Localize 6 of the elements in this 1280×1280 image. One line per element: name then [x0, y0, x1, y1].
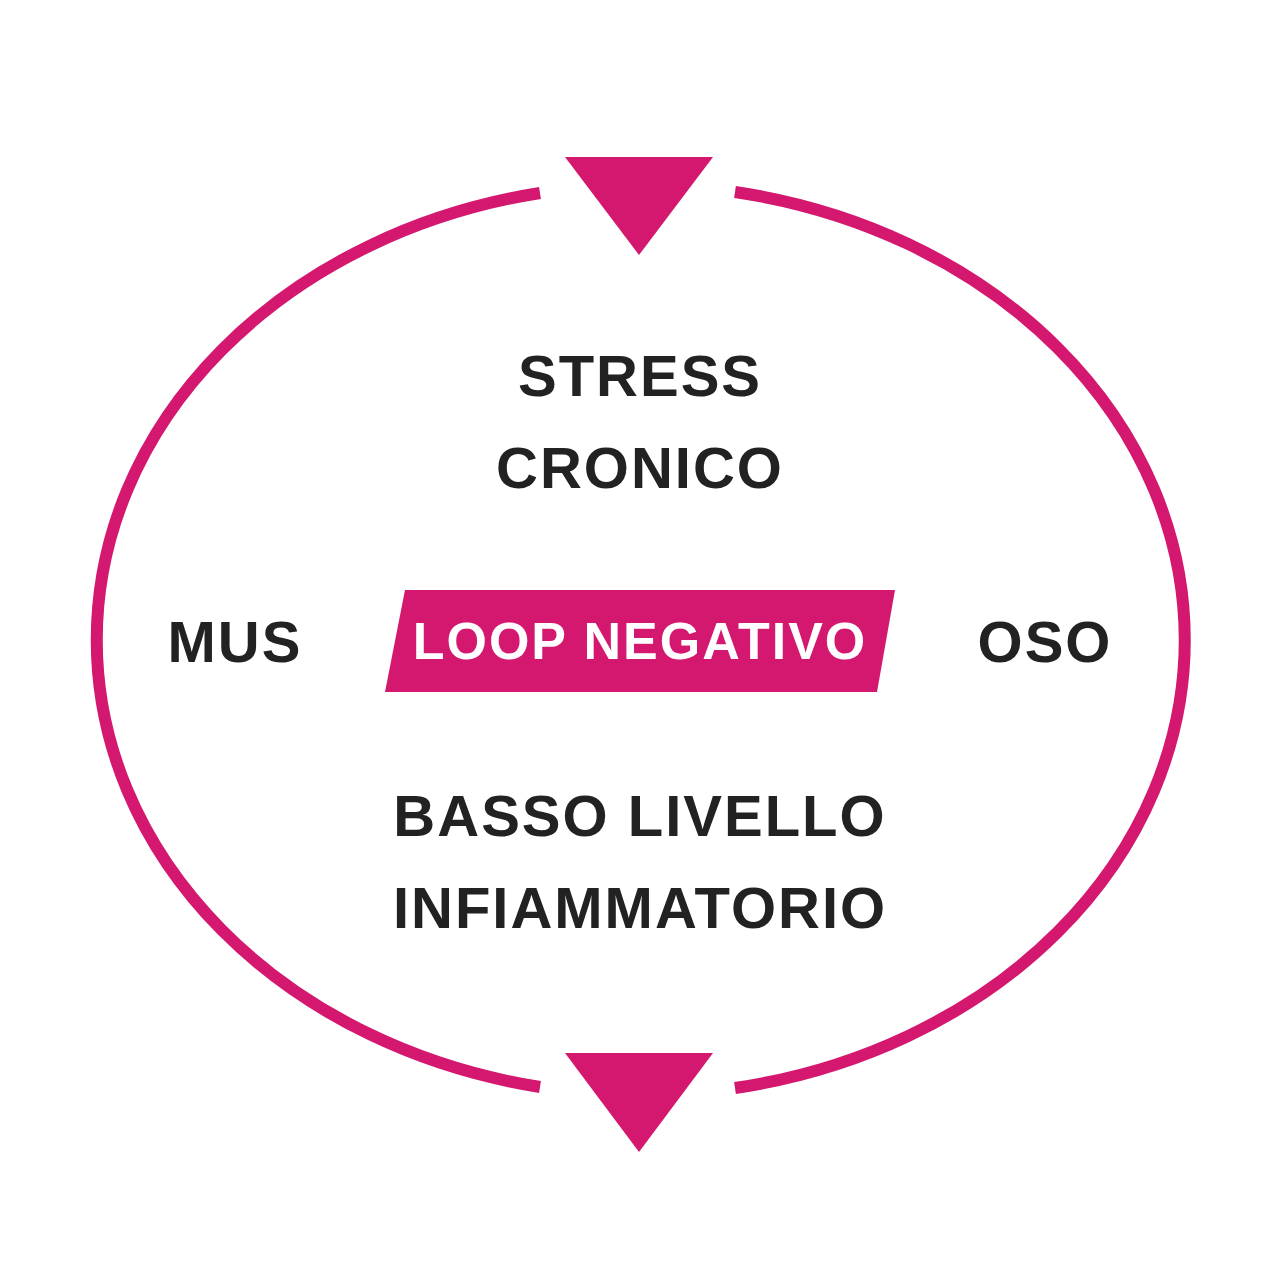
banner [385, 590, 895, 692]
banner-label: LOOP NEGATIVO [411, 611, 869, 672]
side-label: OSO [976, 608, 1114, 676]
heading-label: STRESS CRONICO [495, 342, 785, 502]
heading-label: BASSO LIVELLO INFIAMMATORIO [391, 782, 889, 942]
side-label: MUS [166, 608, 304, 676]
